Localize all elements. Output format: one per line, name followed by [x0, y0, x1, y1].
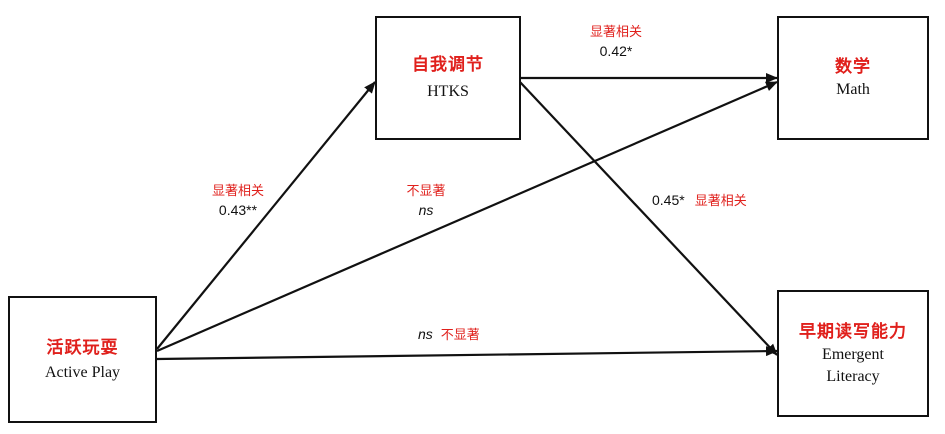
node-math: 数学 Math — [777, 16, 929, 140]
label-htks-to-literacy-note: 显著相关 — [694, 194, 747, 209]
label-htks-to-literacy: 0.45* 显著相关 — [652, 191, 747, 211]
label-active-to-htks-value: 0.43** — [218, 202, 258, 218]
node-literacy-en-line1: Emergent — [822, 345, 884, 363]
label-active-to-math-note: 不显著 — [406, 184, 446, 199]
node-literacy-en-line2: Literacy — [826, 367, 880, 385]
arrow-htks-to-literacy — [519, 81, 778, 356]
arrow-active-to-literacy — [156, 346, 778, 361]
label-htks-to-literacy-value: 0.45* — [652, 192, 685, 208]
arrow-active-to-htks — [156, 81, 376, 350]
node-htks-en-label: HTKS — [427, 83, 469, 100]
label-htks-to-math: 显著相关 0.42* — [578, 24, 654, 60]
label-htks-to-math-note: 显著相关 — [589, 25, 642, 40]
label-htks-to-math-value: 0.42* — [599, 43, 633, 59]
node-active-play-zh-label: 活跃玩耍 — [46, 337, 119, 358]
arrow-active-to-math — [156, 80, 778, 353]
node-literacy-zh-label: 早期读写能力 — [799, 321, 907, 342]
node-math-zh-label: 数学 — [835, 57, 871, 77]
node-active-play: 活跃玩耍 Active Play — [8, 296, 157, 423]
label-active-to-literacy-note: 不显著 — [440, 328, 480, 343]
node-active-play-en-label: Active Play — [44, 363, 121, 381]
node-math-en-label: Math — [836, 81, 870, 98]
label-active-to-literacy: ns 不显著 — [418, 325, 480, 345]
label-active-to-literacy-value: ns — [418, 326, 433, 342]
label-active-to-htks-note: 显著相关 — [211, 184, 264, 199]
node-htks: 自我调节 HTKS — [375, 16, 521, 140]
label-active-to-htks: 显著相关 0.43** — [200, 183, 276, 219]
label-active-to-math: 不显著 ns — [396, 183, 456, 219]
node-literacy: 早期读写能力 Emergent Literacy — [777, 290, 929, 417]
label-active-to-math-value: ns — [418, 202, 434, 218]
node-htks-zh-label: 自我调节 — [412, 55, 484, 75]
